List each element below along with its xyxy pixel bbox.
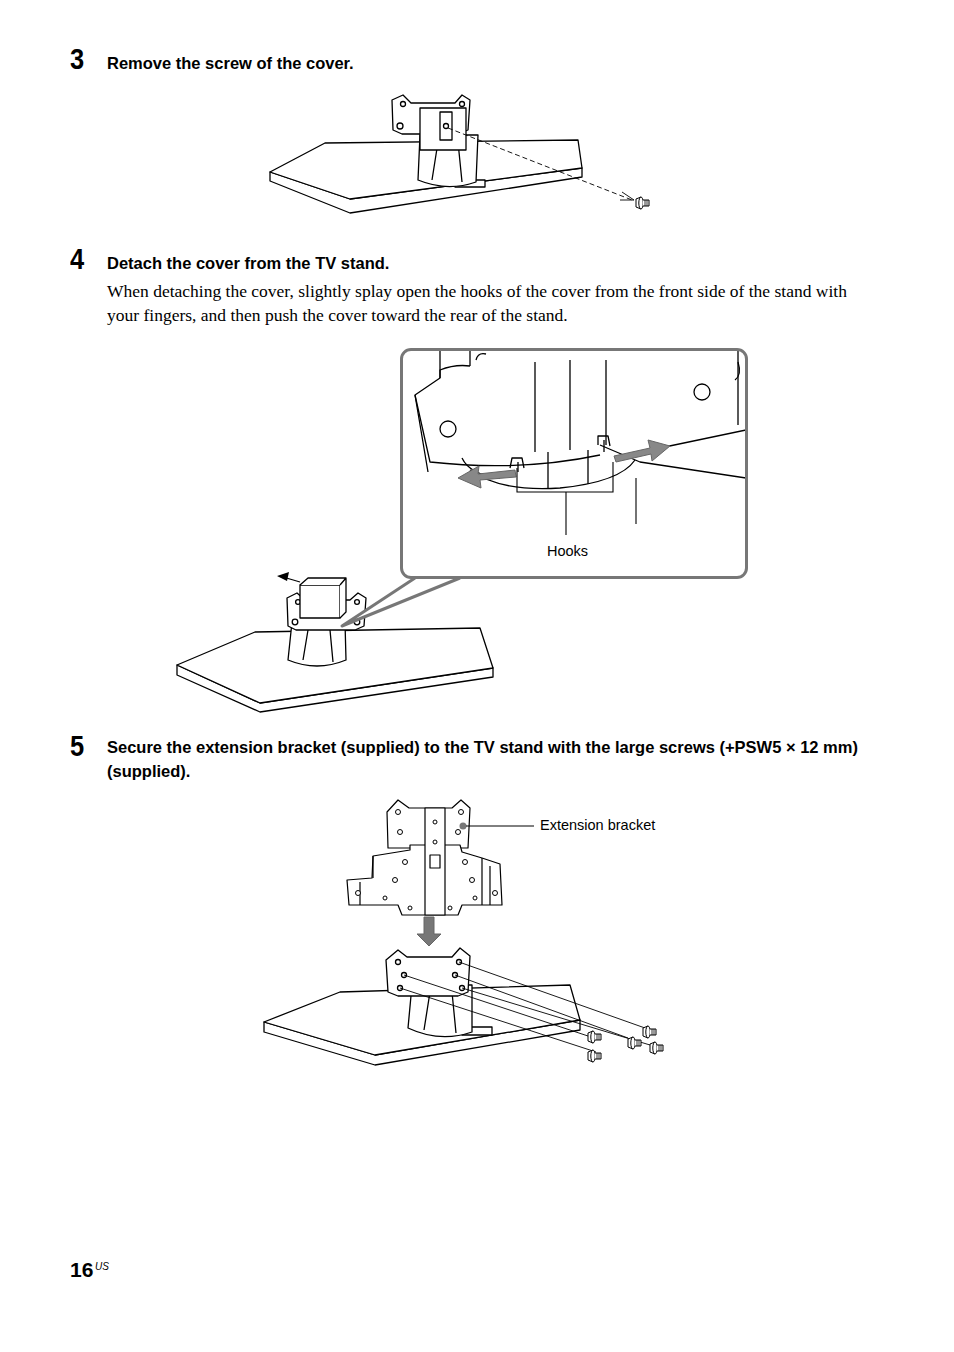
illustration-circle: [440, 421, 456, 437]
step-number: 4: [70, 244, 96, 274]
illustration-line: [455, 975, 628, 1038]
illustration-path: [470, 350, 486, 366]
illustration-path: [660, 430, 746, 448]
illustration-path: [277, 572, 289, 581]
illustration-path: [303, 630, 333, 662]
page-region-code: US: [95, 1261, 125, 1273]
illustration-circle: [401, 102, 406, 107]
illustration-circle: [398, 830, 403, 835]
illustration-use: [588, 1050, 601, 1062]
step-number: 5: [70, 731, 96, 761]
illustration-g: [400, 962, 650, 1052]
illustration-g: [415, 350, 746, 489]
illustration-circle: [408, 906, 412, 910]
illustration-line: [466, 826, 534, 827]
illustration-circle: [444, 124, 449, 129]
illustration-path: [735, 362, 739, 380]
illustration-path: [614, 440, 670, 462]
illustration-path: [458, 466, 516, 488]
illustration-g: [517, 462, 636, 535]
step-heading: Remove the screw of the cover.: [107, 51, 807, 75]
illustration-g: [347, 800, 502, 915]
illustration-g: [177, 578, 493, 712]
illustration-path: [565, 492, 566, 535]
step-heading: Secure the extension bracket (supplied) …: [107, 735, 867, 783]
part-label: Hooks: [547, 542, 588, 560]
illustration-circle: [433, 820, 437, 824]
illustration-use: [628, 1037, 641, 1049]
illustration-use: [636, 197, 649, 209]
illustration-line: [459, 962, 645, 1028]
illustration-path: [342, 578, 460, 626]
illustration-circle: [396, 960, 401, 965]
illustration-path: [620, 192, 634, 200]
illustration-path: [635, 478, 636, 524]
illustration-path: [548, 450, 588, 488]
step-number: 3: [70, 44, 96, 74]
illustration-path: [440, 366, 470, 379]
illustration-use: [588, 1031, 601, 1043]
illustration-circle: [292, 619, 298, 625]
step-heading: Detach the cover from the TV stand.: [107, 251, 807, 275]
illustration-circle: [397, 123, 403, 129]
illustration-circle: [403, 860, 408, 865]
illustration-path: [300, 578, 346, 618]
illustration-path: [417, 917, 441, 946]
illustration-circle: [396, 810, 401, 815]
step-body-text: When detaching the cover, slightly splay…: [107, 279, 852, 327]
illustration-circle: [356, 891, 361, 896]
illustration-circle: [383, 896, 387, 900]
illustration-circle: [460, 102, 465, 107]
illustration-path: [600, 445, 746, 478]
illustration-line: [448, 128, 632, 200]
illustration-circle: [433, 840, 437, 844]
illustration-circle: [393, 878, 398, 883]
illustration-g: [356, 810, 498, 911]
illustration-use: [650, 1042, 663, 1054]
illustration-circle: [470, 878, 475, 883]
illustration-g: [264, 948, 580, 1065]
illustration-path: [598, 436, 610, 452]
illustration-path: [386, 948, 470, 996]
part-label: Extension bracket: [540, 816, 740, 834]
illustration-path: [420, 108, 466, 150]
illustration-path: [737, 350, 738, 425]
illustration-path: [415, 395, 600, 466]
illustration-circle: [355, 600, 360, 605]
illustration-circle: [493, 891, 498, 896]
illustration-line: [404, 975, 588, 1036]
illustration-path: [425, 808, 445, 915]
illustration-path: [430, 855, 440, 868]
illustration-circle: [460, 823, 467, 830]
illustration-path: [517, 462, 613, 492]
illustration-line: [462, 988, 650, 1045]
illustration-circle: [694, 384, 710, 400]
illustration-path: [535, 360, 606, 452]
illustration-use: [643, 1026, 656, 1038]
illustration-path: [440, 112, 452, 140]
illustration-circle: [463, 860, 468, 865]
callout-box: Hooks: [400, 348, 748, 579]
illustration-circle: [459, 810, 464, 815]
illustration-circle: [473, 896, 477, 900]
illustration-path: [424, 992, 456, 1033]
illustration-path: [300, 585, 340, 618]
illustration-circle: [448, 906, 452, 910]
illustration-g: [270, 95, 582, 213]
illustration-circle: [456, 830, 461, 835]
